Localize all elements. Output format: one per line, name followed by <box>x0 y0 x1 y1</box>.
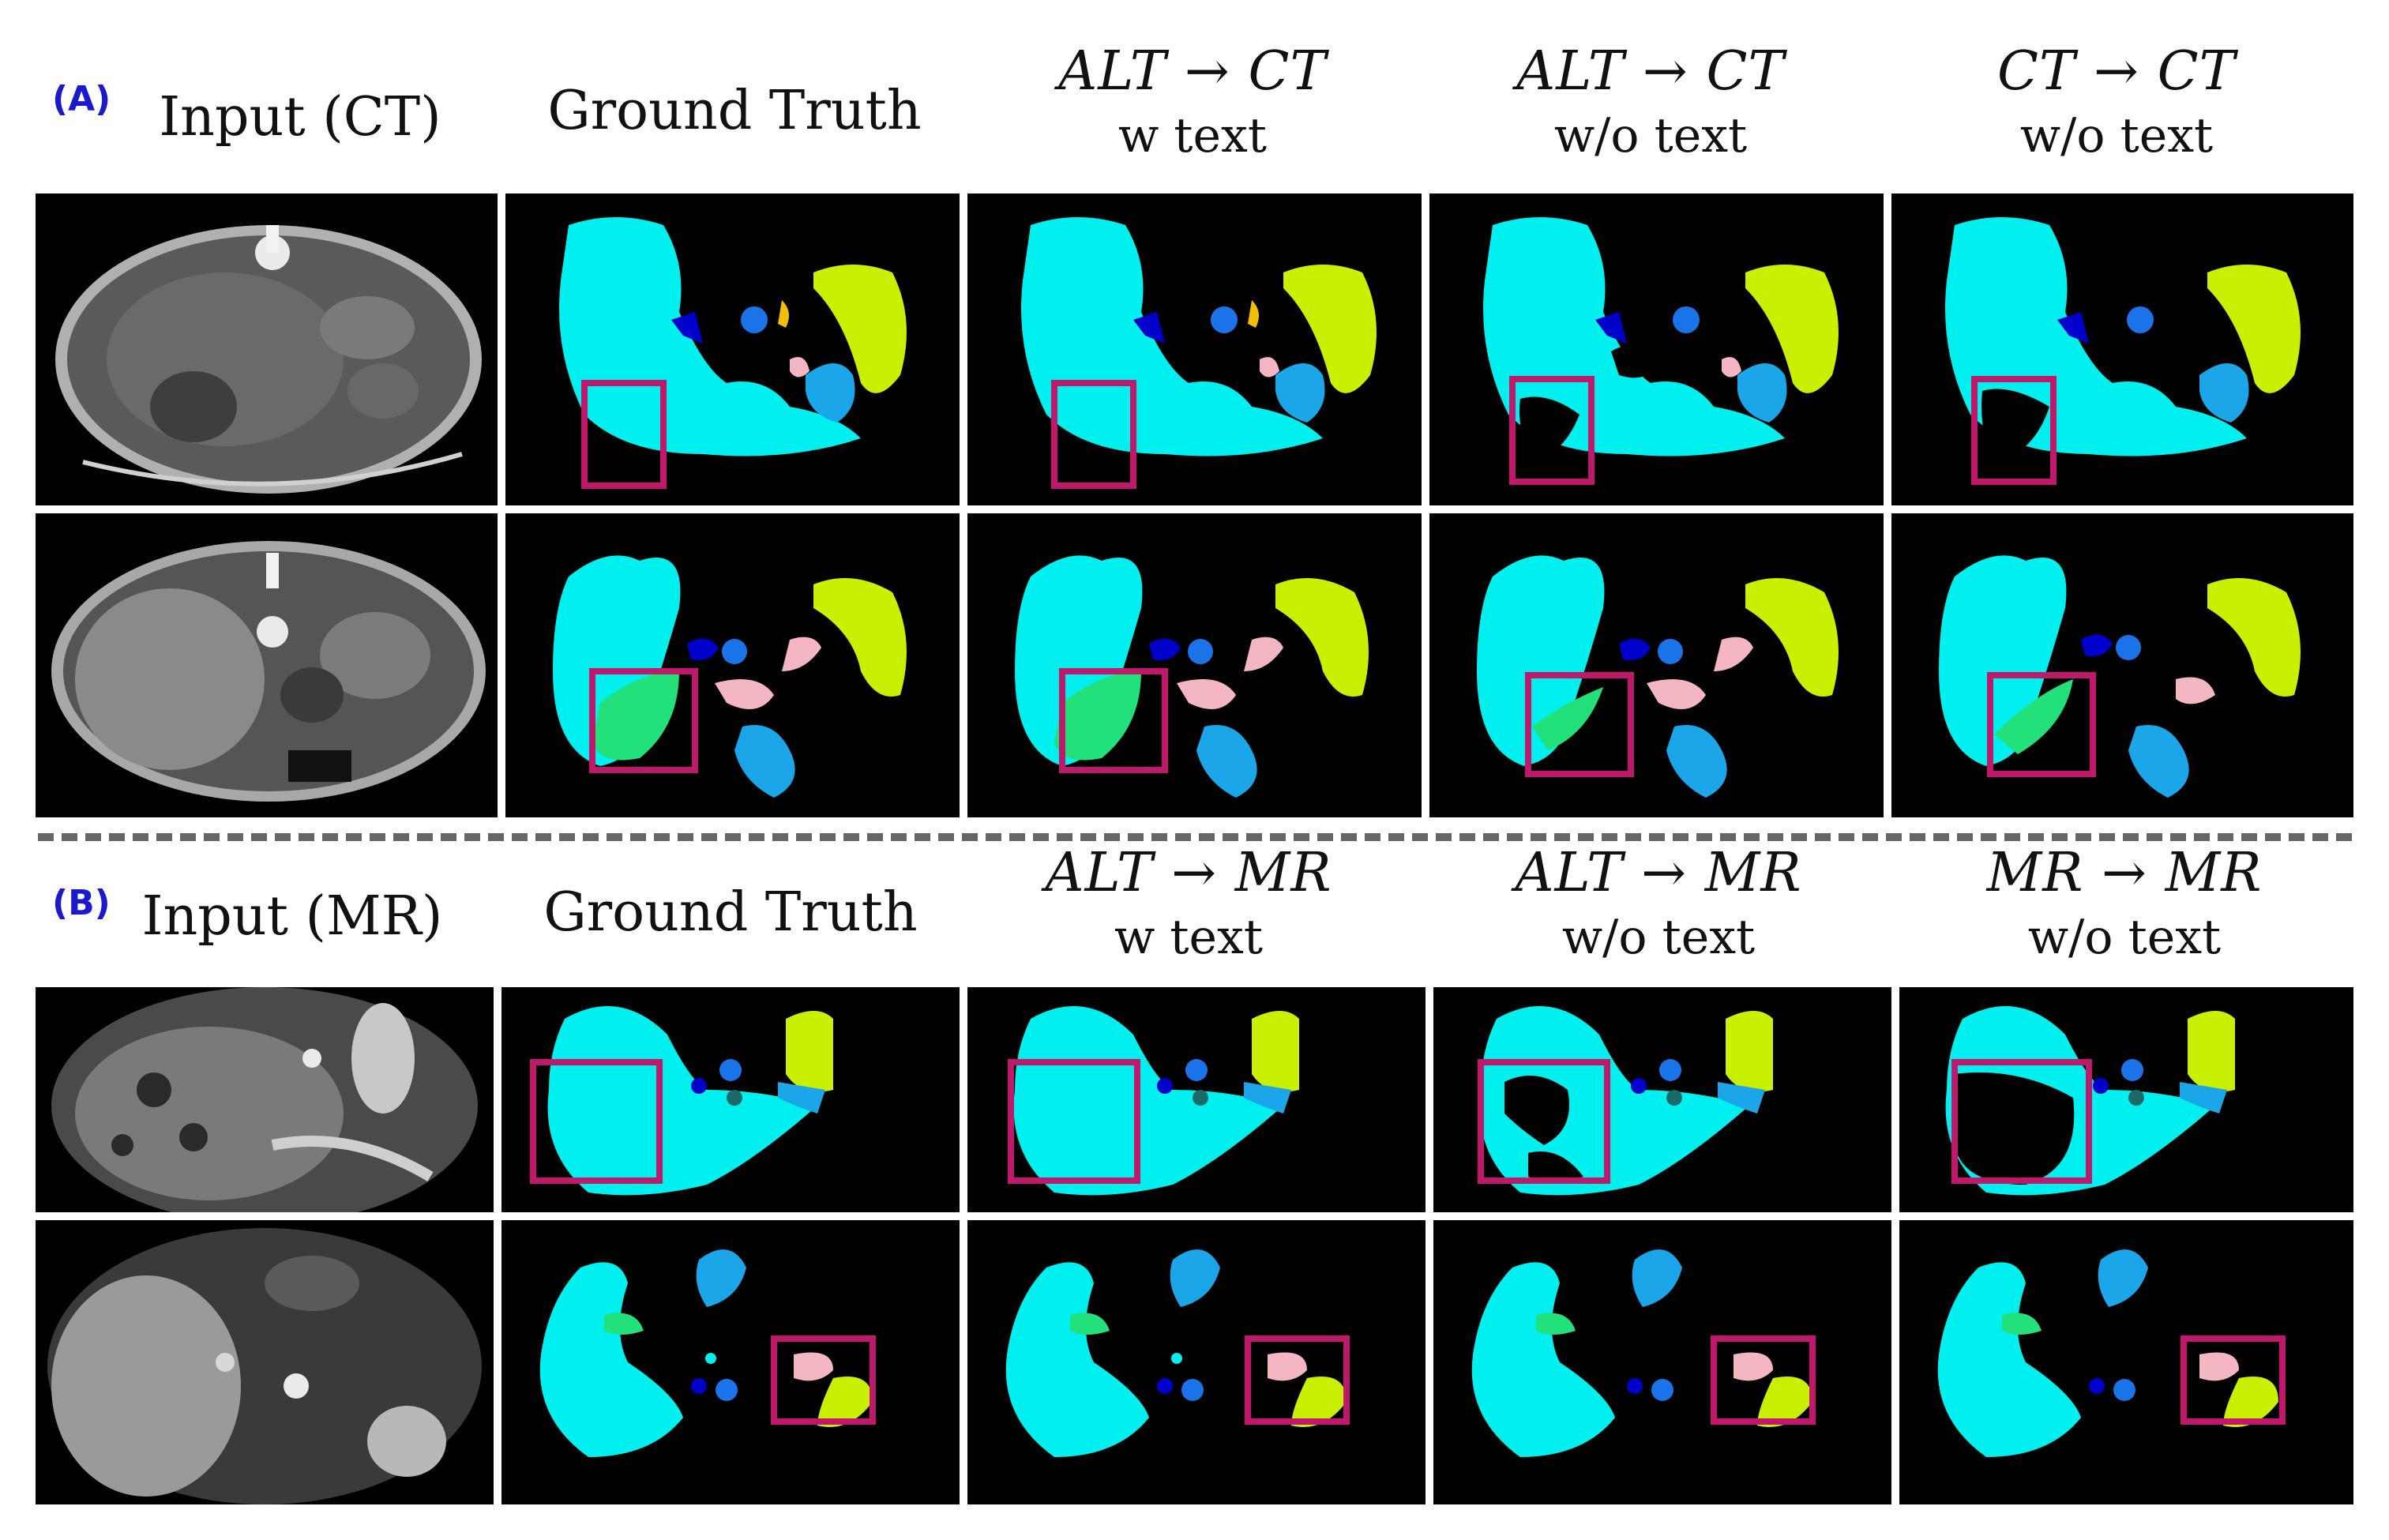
seg-gt-a-row2 <box>505 513 960 817</box>
seg-col5-b-row1 <box>1899 987 2353 1212</box>
highlight-box <box>1951 1059 2092 1184</box>
header-col3-a: ALT → CT w text <box>1058 40 1327 163</box>
header-col4-b: ALT → MR w/o text <box>1515 842 1802 965</box>
header-input-ct: Input (CT) <box>159 86 441 148</box>
ct-scan-illustration <box>36 193 498 505</box>
highlight-box <box>1987 672 2096 777</box>
seg-col5-a-row2 <box>1891 513 2353 817</box>
seg-col5-b-row2 <box>1899 1220 2353 1504</box>
highlight-box <box>589 668 698 773</box>
panel-b-tag: (B) <box>52 883 111 923</box>
mr-scan-illustration <box>36 987 494 1212</box>
seg-col5-a-row1 <box>1891 193 2353 505</box>
highlight-box <box>1971 376 2057 485</box>
highlight-box <box>1509 376 1595 485</box>
highlight-box <box>1051 380 1136 489</box>
highlight-box <box>1059 668 1168 773</box>
ct-scan-illustration <box>36 513 498 817</box>
highlight-box <box>1711 1335 1816 1425</box>
highlight-box <box>2181 1335 2286 1425</box>
seg-col4-b-row2 <box>1433 1220 1891 1504</box>
highlight-box <box>530 1059 663 1184</box>
header-input-mr: Input (MR) <box>141 885 443 948</box>
header-col3-b: ALT → MR w text <box>1045 842 1332 965</box>
seg-col3-a-row1 <box>967 193 1422 505</box>
seg-col3-b-row2 <box>967 1220 1426 1504</box>
highlight-box <box>1008 1059 1140 1184</box>
highlight-box <box>1478 1059 1610 1184</box>
seg-col4-b-row1 <box>1433 987 1891 1212</box>
seg-col4-a-row1 <box>1429 193 1884 505</box>
panel-divider <box>38 833 2352 841</box>
mr-input-image-row1 <box>36 987 494 1212</box>
seg-gt-b-row1 <box>501 987 960 1212</box>
panel-a-tag: (A) <box>52 79 111 119</box>
header-col5-b: MR → MR w/o text <box>1986 842 2263 965</box>
seg-gt-b-row2 <box>501 1220 960 1504</box>
highlight-box <box>771 1335 876 1425</box>
header-ground-truth-a: Ground Truth <box>547 80 922 142</box>
mr-scan-illustration <box>36 1220 494 1504</box>
seg-col3-a-row2 <box>967 513 1422 817</box>
ct-input-image-row2 <box>36 513 498 817</box>
seg-col3-b-row1 <box>967 987 1426 1212</box>
header-col4-a: ALT → CT w/o text <box>1516 40 1785 163</box>
header-ground-truth-b: Ground Truth <box>543 881 918 944</box>
ct-input-image-row1 <box>36 193 498 505</box>
seg-gt-a-row1 <box>505 193 960 505</box>
header-col5-a: CT → CT w/o text <box>1997 40 2236 163</box>
mr-input-image-row2 <box>36 1220 494 1504</box>
seg-col4-a-row2 <box>1429 513 1884 817</box>
highlight-box <box>1525 672 1634 777</box>
highlight-box <box>581 380 667 489</box>
highlight-box <box>1245 1335 1350 1425</box>
